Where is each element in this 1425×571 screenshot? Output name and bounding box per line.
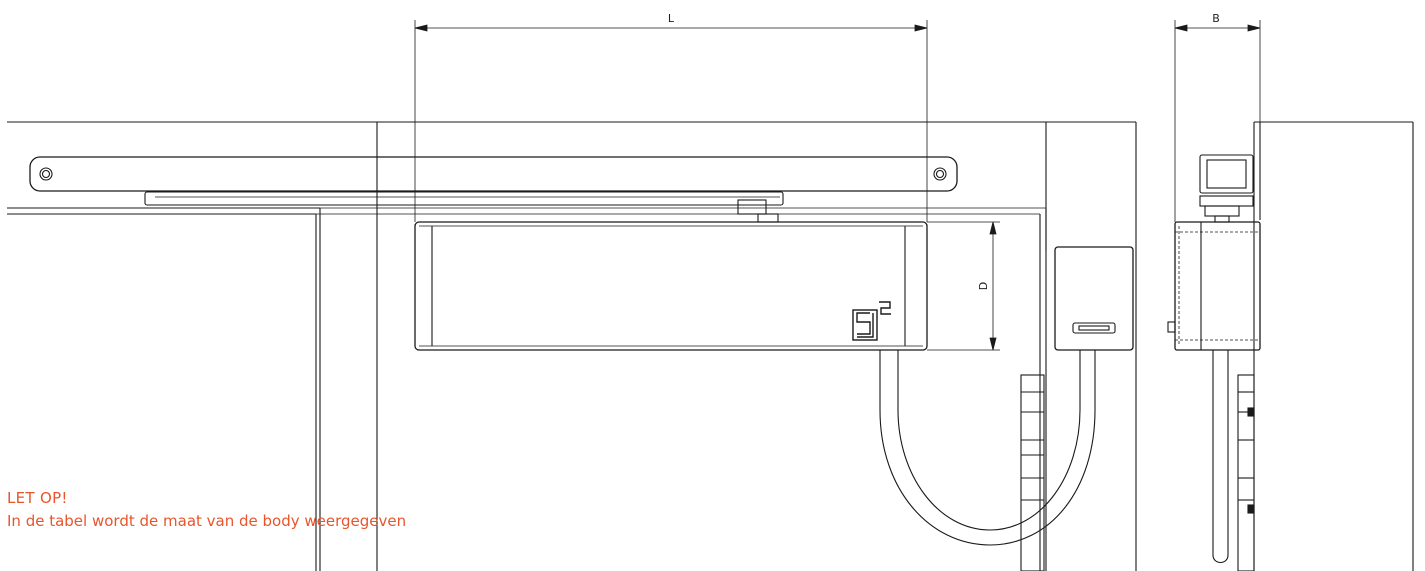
control-box bbox=[1054, 246, 1134, 351]
dimension-B-label: B bbox=[1212, 12, 1220, 25]
closer-body bbox=[414, 221, 928, 351]
front-view: L D bbox=[7, 12, 1137, 571]
dimension-D bbox=[927, 221, 1000, 351]
side-view: B bbox=[1167, 12, 1414, 571]
rail-screw-right bbox=[933, 167, 947, 181]
dimension-B bbox=[1174, 20, 1261, 222]
rail-screw-left bbox=[39, 167, 53, 181]
guide-rail bbox=[29, 156, 958, 192]
warning-text: In de tabel wordt de maat van de body we… bbox=[7, 512, 407, 530]
door-frame bbox=[7, 121, 1047, 571]
side-frame bbox=[1253, 121, 1414, 571]
brand-logo bbox=[852, 301, 891, 341]
warning-title: LET OP! bbox=[7, 489, 68, 507]
slide-arm bbox=[144, 191, 784, 223]
frame-top-right bbox=[377, 121, 1137, 571]
side-rail bbox=[1199, 154, 1254, 223]
cable bbox=[879, 350, 1096, 546]
side-body bbox=[1167, 221, 1261, 351]
door-leaf bbox=[316, 207, 1047, 571]
dimension-L-label: L bbox=[668, 12, 675, 25]
dimension-L bbox=[414, 20, 928, 222]
side-cable bbox=[1212, 350, 1229, 564]
side-hinge bbox=[1237, 374, 1255, 571]
hinge bbox=[1020, 374, 1045, 571]
dimension-D-label: D bbox=[977, 282, 990, 290]
